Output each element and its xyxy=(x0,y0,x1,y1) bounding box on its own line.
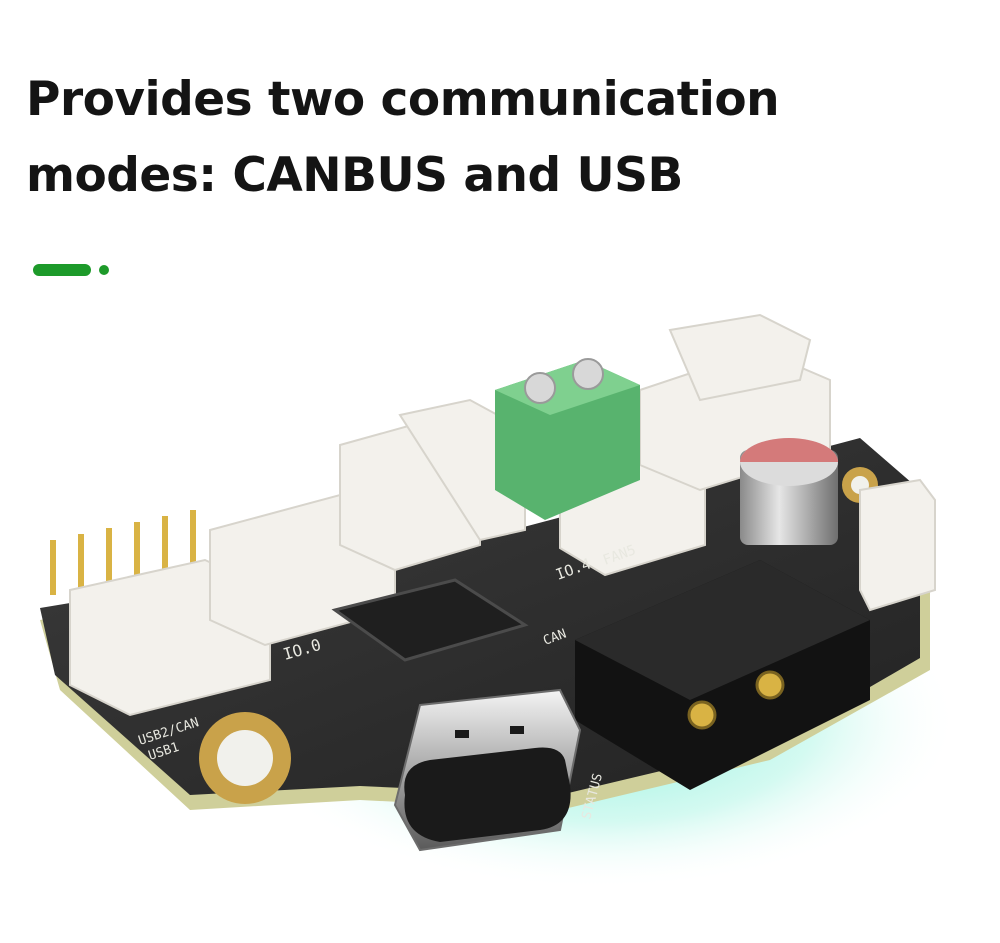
pin-header-left xyxy=(50,510,196,595)
accent-bar xyxy=(33,264,91,276)
green-terminal-block xyxy=(495,358,640,520)
headline-line-2: modes: CANBUS and USB xyxy=(26,148,683,203)
headline-line-1: Provides two communication xyxy=(26,72,780,127)
accent-divider xyxy=(33,264,113,276)
page-headline: Provides two communication modes: CANBUS… xyxy=(26,62,846,214)
product-photo: USB2/CAN USB1 IO.0 IO.4 FAN5 CAN STATUS xyxy=(40,313,960,890)
accent-dot xyxy=(99,265,109,275)
jst-connectors xyxy=(69,313,936,717)
capacitor xyxy=(740,438,838,545)
microcontroller-chip xyxy=(331,578,529,662)
usb-c-port xyxy=(393,688,582,852)
power-connector xyxy=(575,560,870,790)
